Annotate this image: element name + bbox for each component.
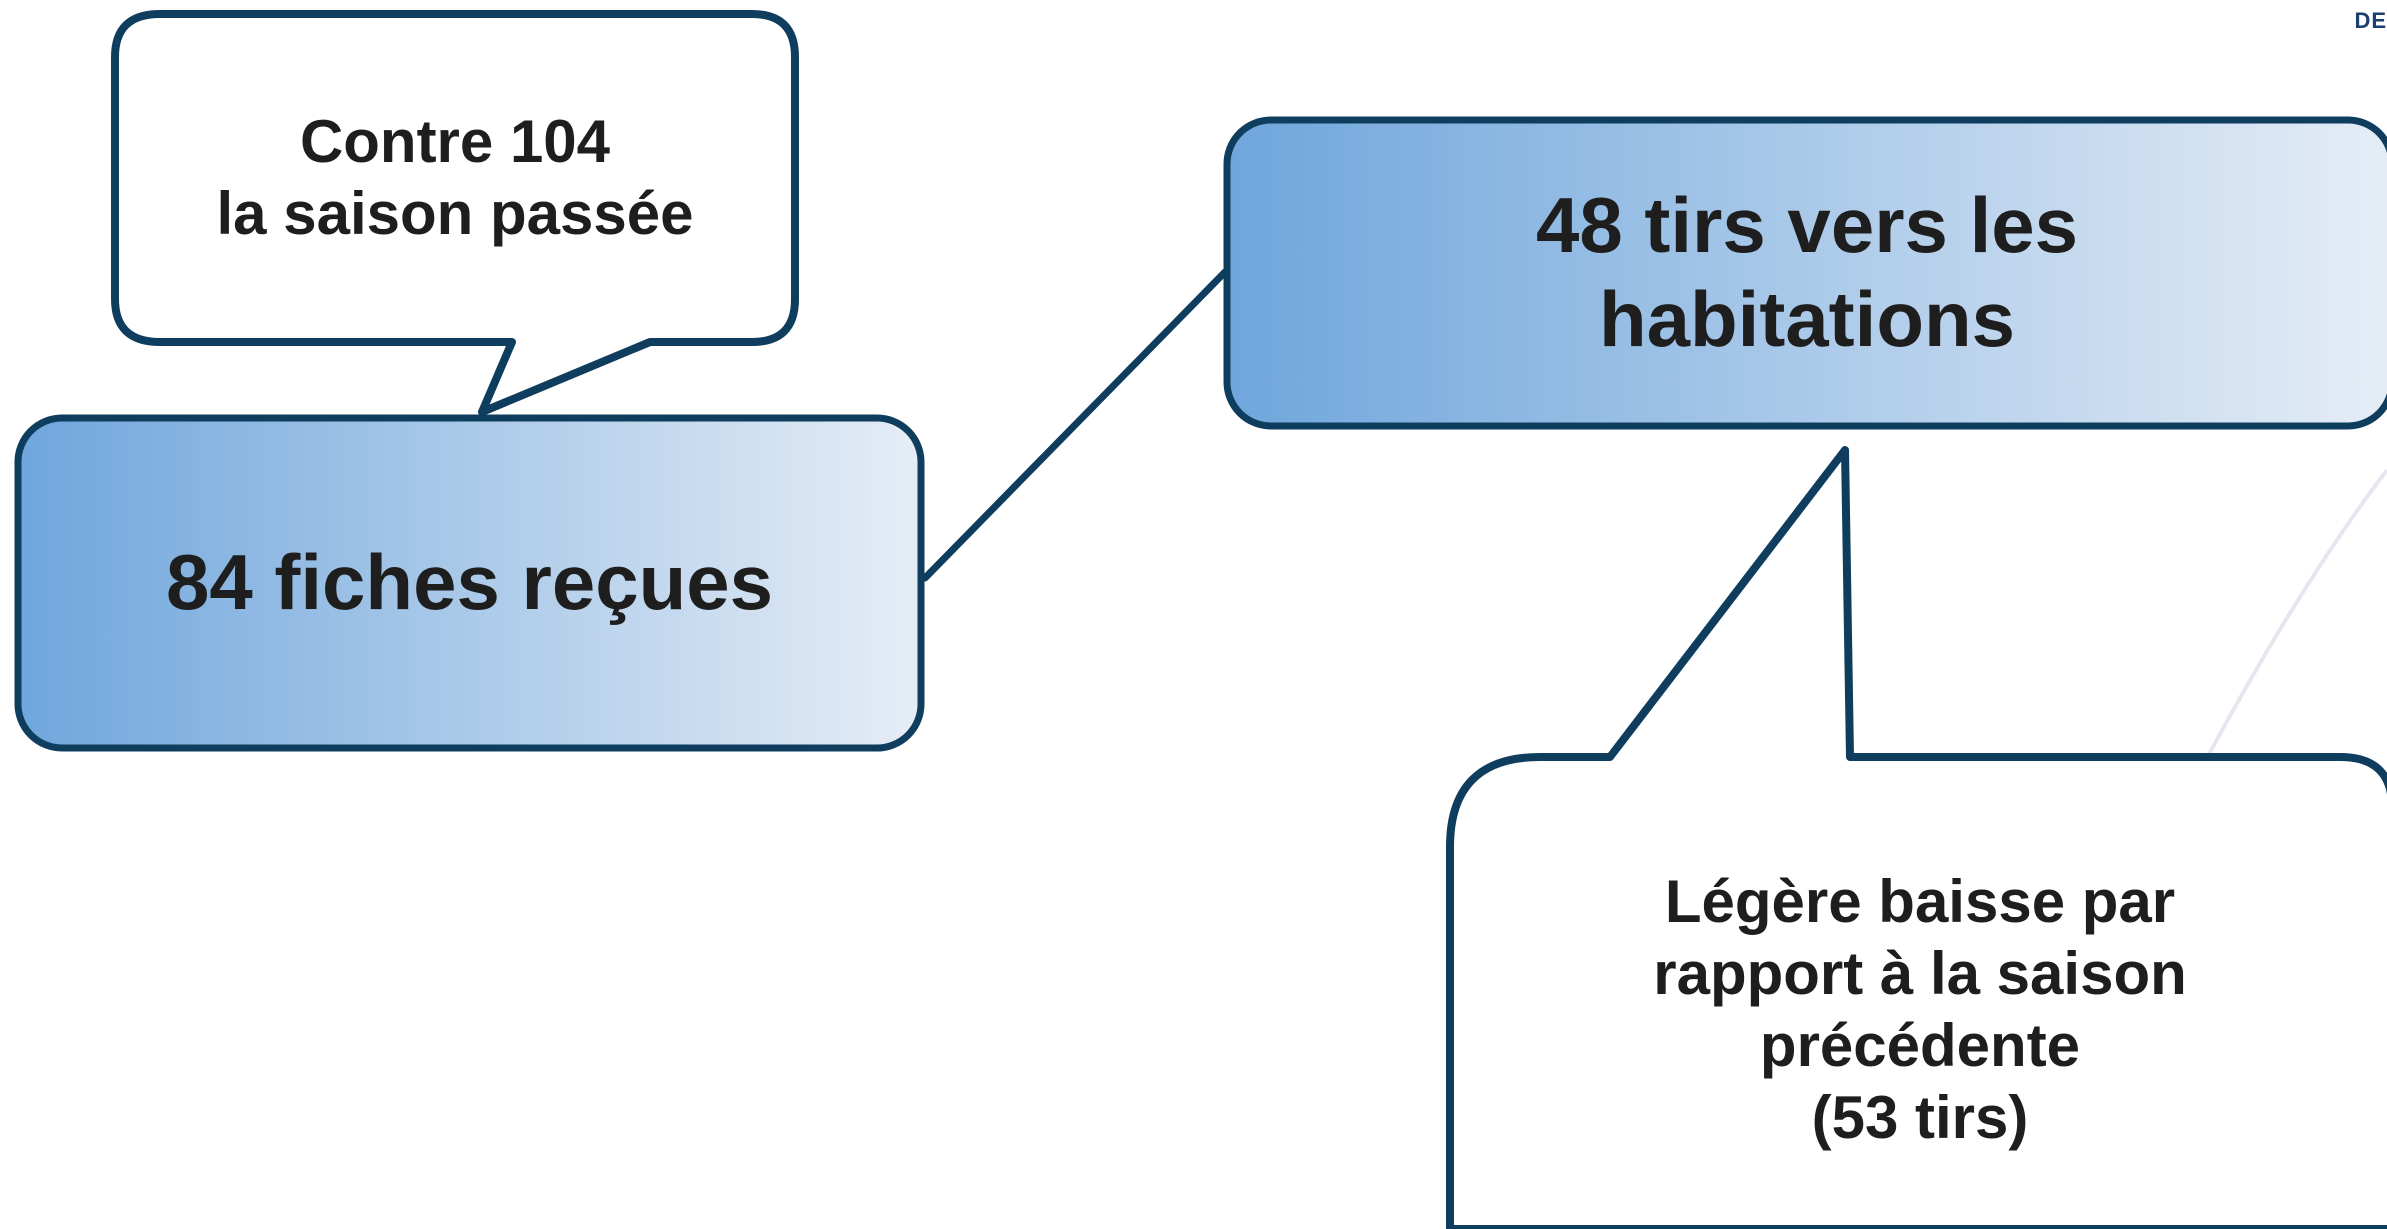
node-fiches-text: 84 fiches reçues <box>18 418 921 748</box>
callout-baisse-line-3: précédente <box>1759 1012 2081 1079</box>
callout-contre-text: Contre 104 la saison passée <box>115 14 795 342</box>
callout-baisse-shape <box>1446 446 2387 1229</box>
callout-baisse-line-1: Légère baisse par <box>1664 868 2176 935</box>
connector-line <box>921 268 1229 582</box>
callout-baisse-text: Légère baisse par rapport à la saison pr… <box>1450 800 2387 1220</box>
node-tirs-line-1: 48 tirs vers les <box>1535 181 2079 270</box>
node-tirs-box <box>1223 116 2387 430</box>
callout-contre-shape <box>111 10 799 416</box>
node-fiches-box <box>14 414 925 752</box>
callout-baisse-line-2: rapport à la saison <box>1653 940 2187 1007</box>
node-tirs-text: 48 tirs vers les habitations <box>1227 120 2387 426</box>
callout-contre-line-2: la saison passée <box>216 180 694 247</box>
node-tirs-line-2: habitations <box>1598 275 2015 363</box>
callout-baisse-line-4: (53 tirs) <box>1811 1084 2029 1151</box>
corner-logo-text: DE <box>2354 8 2387 33</box>
callout-contre-line-1: Contre 104 <box>299 108 611 175</box>
node-fiches-line-1: 84 fiches reçues <box>165 538 774 627</box>
